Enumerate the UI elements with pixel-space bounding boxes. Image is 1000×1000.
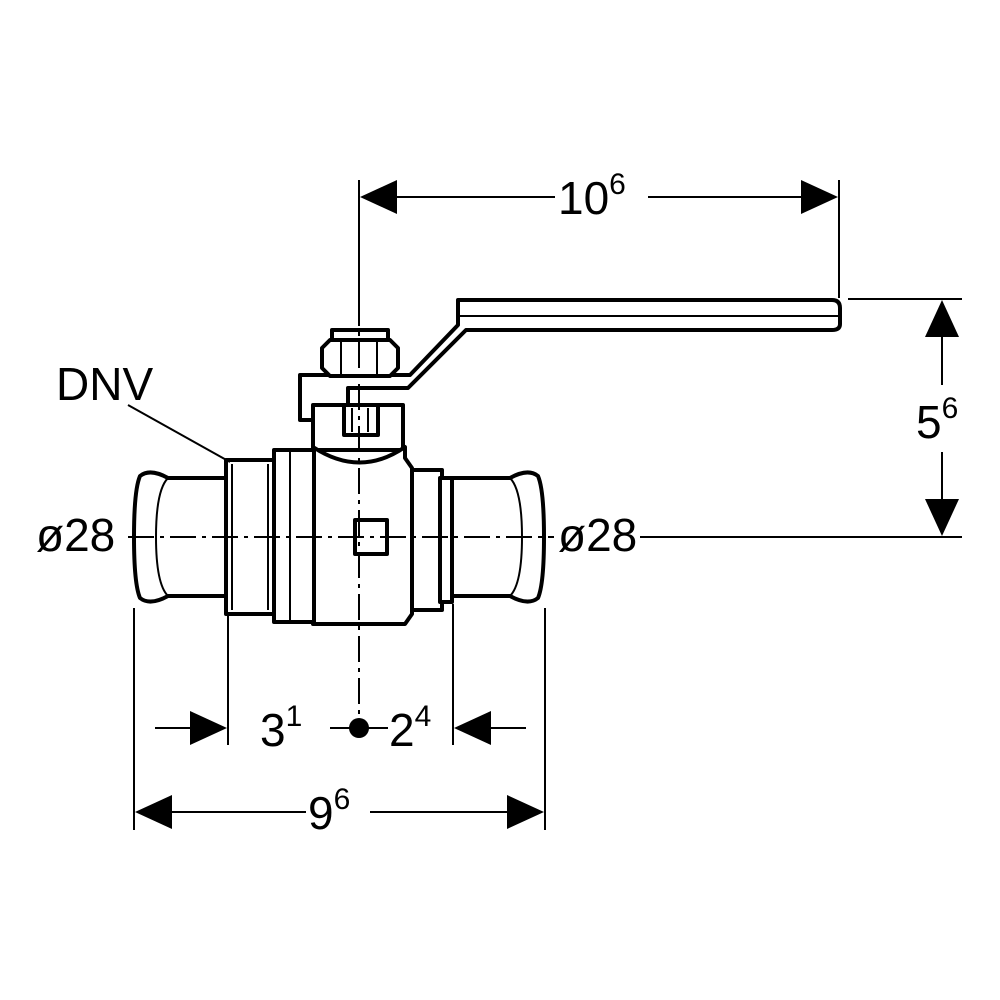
body-right-collar	[410, 468, 444, 612]
arrowhead	[801, 180, 838, 214]
dimension-label-handle-height: 56	[916, 392, 958, 448]
arrowhead	[507, 795, 544, 829]
dimension-label-overall-length: 96	[308, 783, 350, 839]
dimension-overall-length: 96	[133, 608, 546, 839]
diameter-label-left: ø28	[36, 509, 115, 561]
arrowhead	[454, 711, 491, 745]
dimension-handle-height: 56	[640, 298, 962, 538]
dimension-label-right-insert: 24	[389, 700, 431, 756]
material-label-group: DNV	[56, 358, 231, 463]
leader-line	[127, 404, 231, 463]
fitting-left-bead	[154, 477, 169, 597]
arrowhead	[190, 711, 227, 745]
arrowhead	[925, 300, 959, 337]
diameter-label-right: ø28	[558, 509, 637, 561]
arrowhead	[135, 795, 172, 829]
dimension-handle-length: 106	[358, 168, 840, 320]
dimension-label-left-insert: 31	[260, 700, 302, 756]
center-point-marker	[349, 718, 369, 738]
material-label: DNV	[56, 358, 153, 410]
stem	[342, 403, 380, 437]
dimension-label-handle-length: 106	[558, 168, 626, 224]
valve-body	[224, 445, 454, 626]
dimension-insertion-depths: 31 24	[155, 604, 526, 756]
lever-arm	[298, 298, 842, 422]
arrowhead	[925, 499, 959, 536]
lever-handle	[298, 298, 842, 422]
arrowhead	[360, 180, 397, 214]
